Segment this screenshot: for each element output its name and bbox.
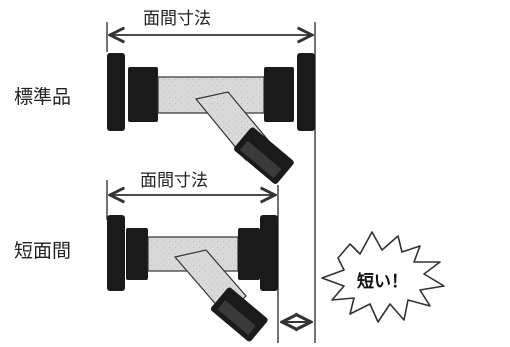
standard-right-nut [264,67,294,122]
standard-dim-label: 面間寸法 [143,9,211,29]
burst-shape [321,231,445,323]
short-dim-label: 面間寸法 [140,171,208,191]
standard-left-flange [107,53,125,131]
short-right-flange [260,215,278,291]
short-right-nut [238,228,260,280]
callout-burst: 短い！ [321,231,445,323]
callout-text: 短い！ [357,271,408,292]
standard-label: 標準品 [14,86,71,108]
short-label: 短面間 [14,240,71,262]
standard-right-flange [297,53,315,131]
short-left-flange [107,215,125,291]
standard-branch-cap [234,127,294,184]
short-left-nut [126,228,148,280]
standard-left-nut [128,67,158,122]
short-branch-cap [210,287,268,342]
short-strainer-group: 面間寸法 短面間 [14,171,279,343]
standard-strainer-group: 面間寸法 標準品 [14,9,316,343]
